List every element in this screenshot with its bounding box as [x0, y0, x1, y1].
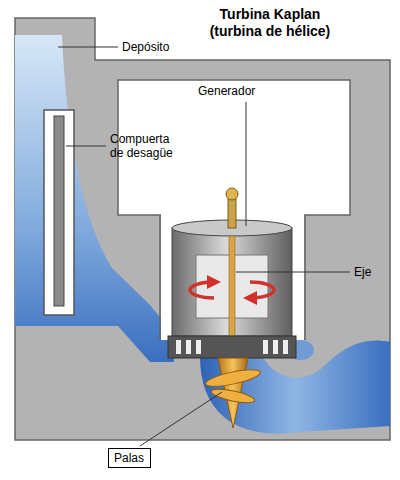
shaft	[229, 236, 235, 336]
runner-blade	[210, 387, 255, 406]
leader-line	[58, 47, 118, 48]
part-label: Compuerta de desagüe	[110, 132, 180, 160]
label-text: Palas	[114, 451, 145, 465]
gate-slot-mark	[196, 340, 201, 354]
generator-pit	[161, 213, 304, 340]
generator-body	[172, 228, 292, 336]
pit-walls	[160, 215, 305, 340]
runner-blade	[204, 366, 261, 389]
shaft-cap	[226, 188, 238, 200]
leader-line	[66, 146, 106, 147]
dam-structure	[15, 18, 390, 440]
rotation-arrow	[250, 282, 274, 298]
gate-slot	[44, 110, 74, 315]
diagram-title: Turbina Kaplan (turbina de hélice)	[195, 6, 345, 40]
shaft-top	[228, 196, 236, 228]
gate-slot-mark	[186, 340, 191, 354]
rotation-arrow	[190, 282, 214, 298]
part-label: Generador	[198, 84, 255, 98]
gate-slot-mark	[283, 340, 288, 354]
wicket-gates	[168, 336, 296, 358]
gate-slot-mark	[176, 340, 181, 354]
gate-slot-mark	[273, 340, 278, 354]
gate-slot-mark	[263, 340, 268, 354]
drain-gate	[54, 116, 64, 306]
leader-line	[246, 102, 247, 226]
leader-line	[140, 392, 222, 446]
leader-line	[236, 272, 350, 273]
part-label: Eje	[354, 265, 371, 279]
part-label: Depósito	[122, 40, 169, 54]
label-box: Palas	[108, 448, 151, 468]
